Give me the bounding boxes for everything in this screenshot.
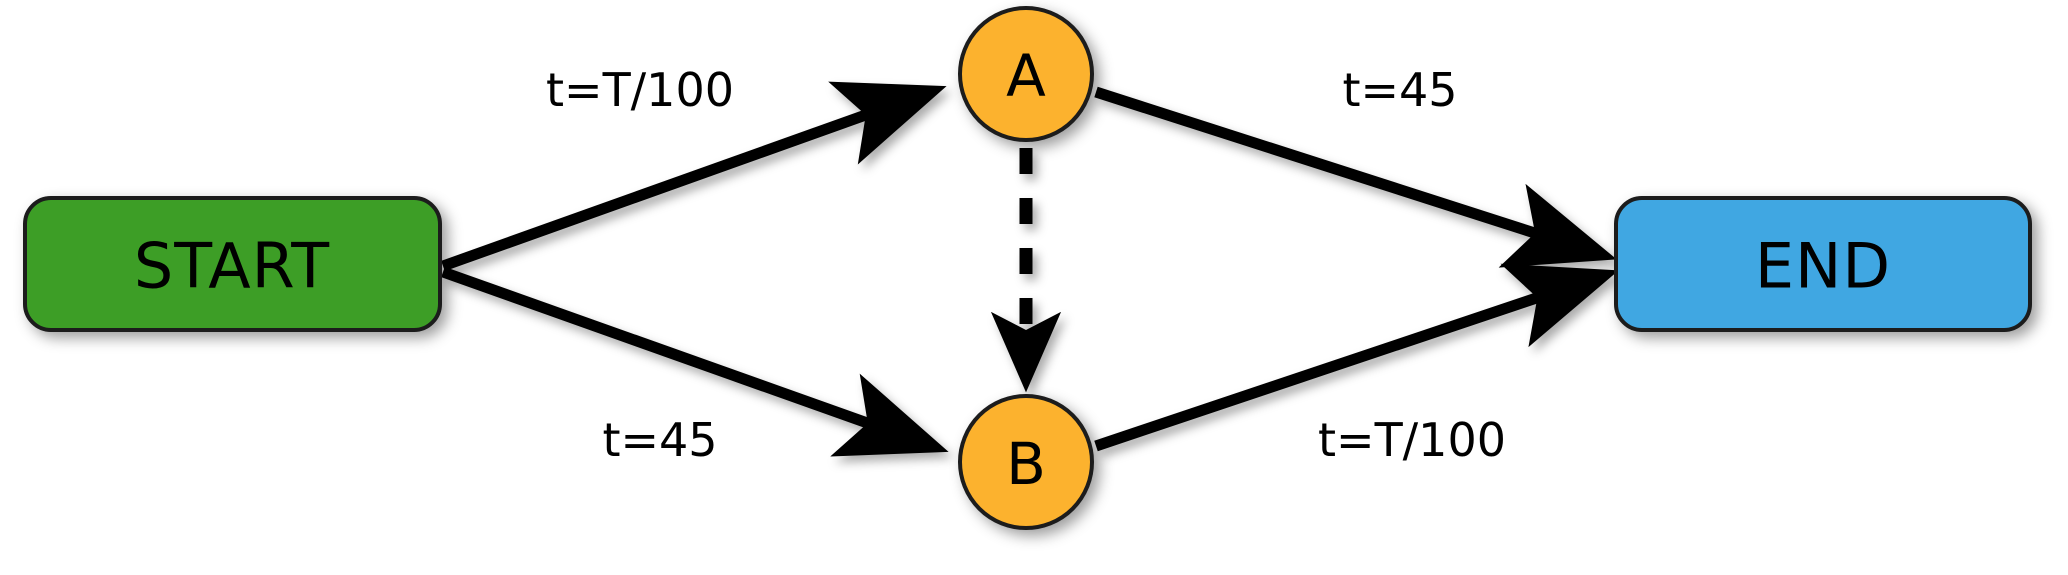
- edges-layer: [441, 81, 1619, 457]
- edge-a-to-end[interactable]: [1094, 86, 1617, 268]
- edge-start-to-b[interactable]: [441, 266, 949, 457]
- node-b[interactable]: B: [958, 394, 1094, 530]
- node-start-label: START: [134, 230, 330, 303]
- edge-label-start-to-b: t=45: [602, 413, 717, 467]
- edge-b-to-end[interactable]: [1094, 263, 1619, 452]
- nodes-layer: START A B END: [23, 6, 2032, 530]
- node-start[interactable]: START: [23, 196, 442, 332]
- node-b-label: B: [1006, 430, 1046, 498]
- node-end-shape: [1614, 196, 2032, 332]
- node-a-shape: [958, 6, 1094, 142]
- node-start-shape: [23, 196, 442, 332]
- edge-labels-layer: t=T/100 t=45 t=45 t=T/100: [546, 63, 1506, 467]
- node-end-label: END: [1755, 230, 1891, 303]
- edge-start-to-a[interactable]: [441, 81, 947, 272]
- node-b-shape: [958, 394, 1094, 530]
- edge-label-a-to-end: t=45: [1342, 63, 1457, 117]
- node-end[interactable]: END: [1614, 196, 2032, 332]
- node-a-label: A: [1006, 42, 1046, 110]
- node-a[interactable]: A: [958, 6, 1094, 142]
- edge-label-start-to-a: t=T/100: [546, 63, 734, 117]
- edge-label-b-to-end: t=T/100: [1318, 413, 1506, 467]
